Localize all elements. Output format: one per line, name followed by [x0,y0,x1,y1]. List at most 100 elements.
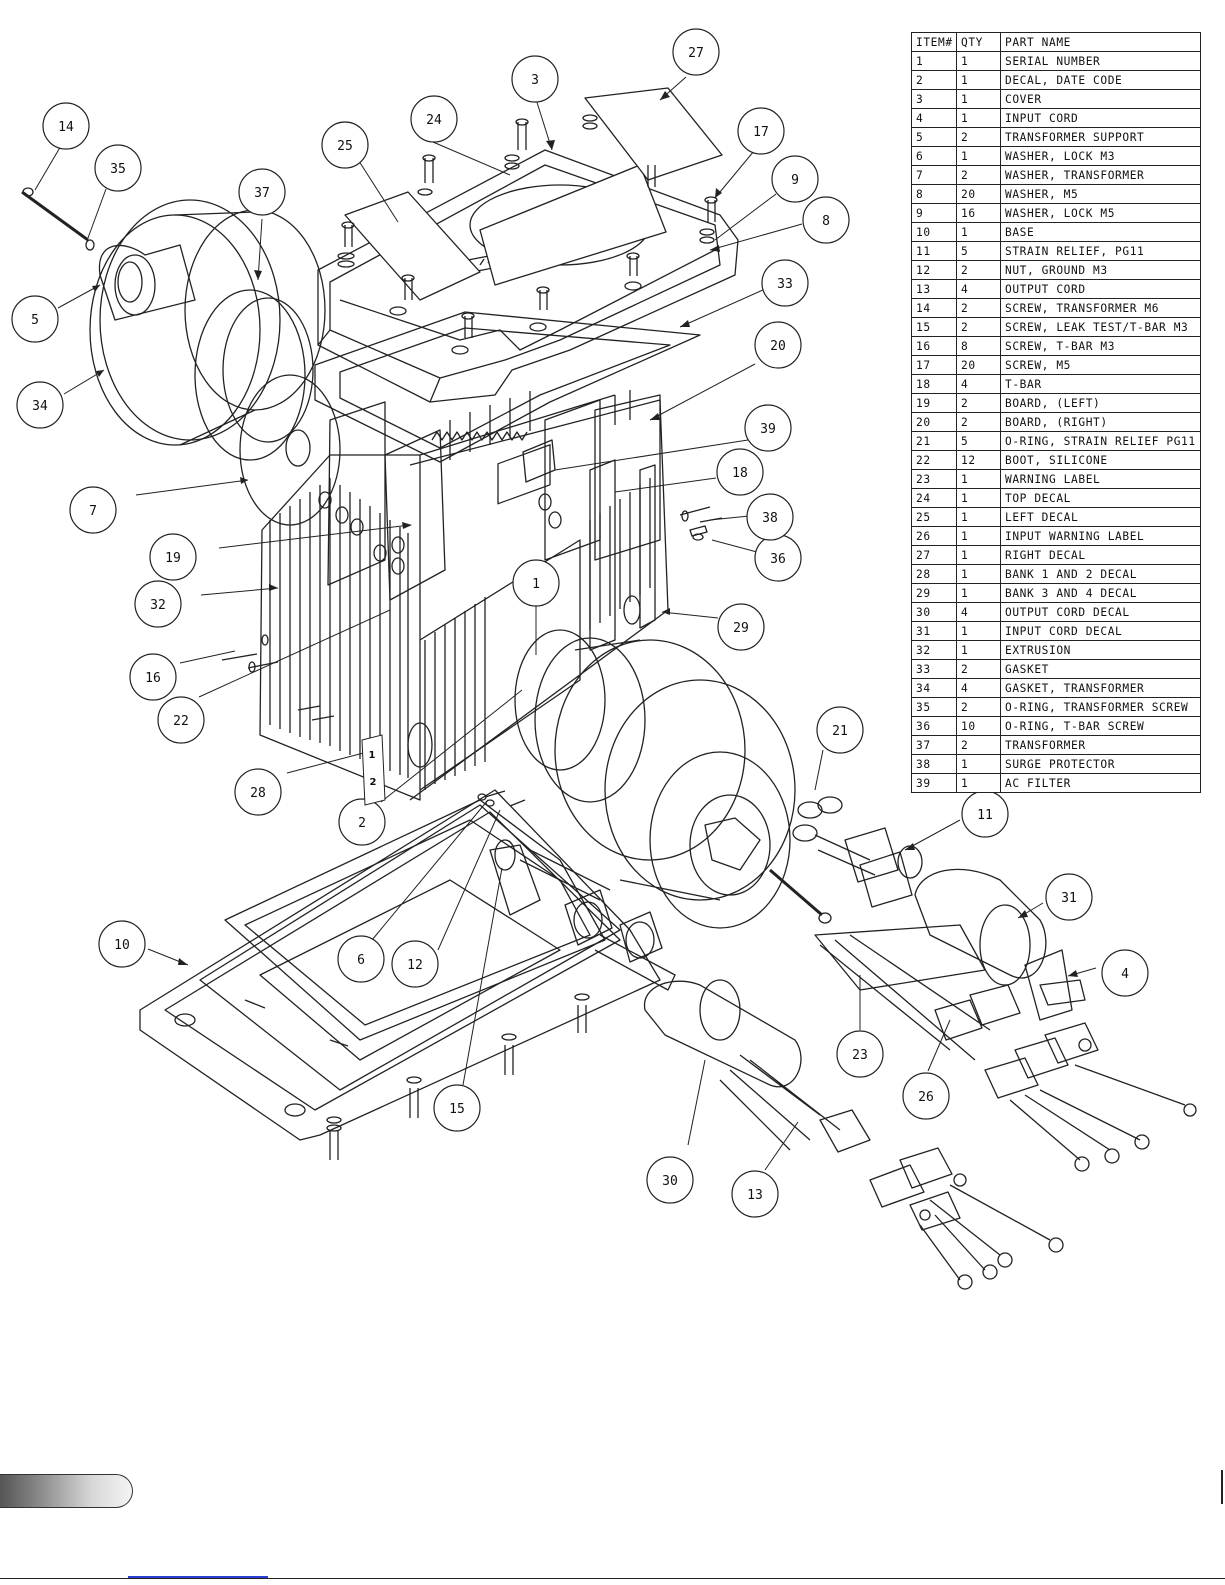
page-tab [0,1474,133,1508]
callout-17-label: 17 [753,125,769,140]
callout-5 [11,295,59,343]
quantity: 1 [956,146,1001,166]
part-name: COVER [1000,89,1201,109]
quantity: 1 [956,526,1001,546]
item-number: 14 [911,298,957,318]
leader-arrowheads [92,91,1078,977]
item-number: 23 [911,469,957,489]
callout-39-label: 39 [760,422,776,437]
callout-37-label: 37 [254,186,270,201]
t-bar-part [589,459,656,651]
item-number: 10 [911,222,957,242]
item-number: 4 [911,108,957,128]
item-number: 35 [911,697,957,717]
callout-25-label: 25 [337,139,353,154]
callout-22-label: 22 [173,714,189,729]
bottom-link-underline [128,1576,268,1578]
cover-part [317,149,739,403]
part-name: EXTRUSION [1000,640,1201,660]
left-transformer-part [21,187,341,526]
callout-4-label: 4 [1121,967,1129,982]
part-name: T-BAR [1000,374,1201,394]
quantity: 1 [956,469,1001,489]
right-decal-part [584,87,723,181]
quantity: 4 [956,602,1001,622]
quantity: 5 [956,241,1001,261]
callout-15-label: 15 [449,1102,465,1117]
quantity: 2 [956,317,1001,337]
board-left-part-2 [384,429,446,601]
quantity: 12 [956,450,1001,470]
callout-4 [1101,949,1149,997]
callout-29-label: 29 [733,621,749,636]
part-name: BASE [1000,222,1201,242]
part-name: BANK 3 AND 4 DECAL [1000,583,1201,603]
quantity: 4 [956,279,1001,299]
quantity: 10 [956,716,1001,736]
callout-35 [94,144,142,192]
item-number: 17 [911,355,957,375]
callout-6-label: 6 [357,953,365,968]
part-name: WASHER, LOCK M3 [1000,146,1201,166]
callout-26-label: 26 [918,1090,934,1105]
callout-30-label: 30 [662,1174,678,1189]
quantity: 2 [956,393,1001,413]
item-number: 24 [911,488,957,508]
callout-28-label: 28 [250,786,266,801]
callout-21 [816,706,864,754]
t-bar-screws-part [221,506,723,721]
gasket-part [314,311,701,463]
quantity: 20 [956,184,1001,204]
callout-circles [11,28,1149,1218]
part-name: WASHER, M5 [1000,184,1201,204]
part-name: O-RING, STRAIN RELIEF PG11 [1000,431,1201,451]
quantity: 1 [956,70,1001,90]
quantity: 1 [956,564,1001,584]
item-number: 33 [911,659,957,679]
part-name: BANK 1 AND 2 DECAL [1000,564,1201,584]
callout-27 [672,28,720,76]
quantity: 20 [956,355,1001,375]
quantity: 1 [956,51,1001,71]
part-name: WASHER, LOCK M5 [1000,203,1201,223]
callout-28 [234,768,282,816]
quantity: 1 [956,754,1001,774]
input-cord-part [814,868,1197,1172]
callout-10-label: 10 [114,938,130,953]
callout-1-label: 1 [532,577,540,592]
callout-33 [761,259,809,307]
callout-7 [69,486,117,534]
part-name: INPUT CORD DECAL [1000,621,1201,641]
callout-numbers: 1 2 3 4 5 6 7 8 9 10 11 12 13 14 15 16 1… [31,46,1129,1203]
extrusion-part [259,394,669,801]
part-name: WARNING LABEL [1000,469,1201,489]
part-name: SCREW, LEAK TEST/T-BAR M3 [1000,317,1201,337]
item-number: 29 [911,583,957,603]
output-cord-part [644,979,1064,1290]
left-decal-part [344,191,481,301]
item-number: 31 [911,621,957,641]
part-name: SERIAL NUMBER [1000,51,1201,71]
part-name: O-RING, T-BAR SCREW [1000,716,1201,736]
part-name: GASKET, TRANSFORMER [1000,678,1201,698]
callout-23-label: 23 [852,1048,868,1063]
quantity: 2 [956,735,1001,755]
callout-20-label: 20 [770,339,786,354]
item-number: 1 [911,51,957,71]
callout-8 [802,196,850,244]
quantity: 4 [956,374,1001,394]
callout-31-label: 31 [1061,891,1077,906]
callout-5-label: 5 [31,313,39,328]
